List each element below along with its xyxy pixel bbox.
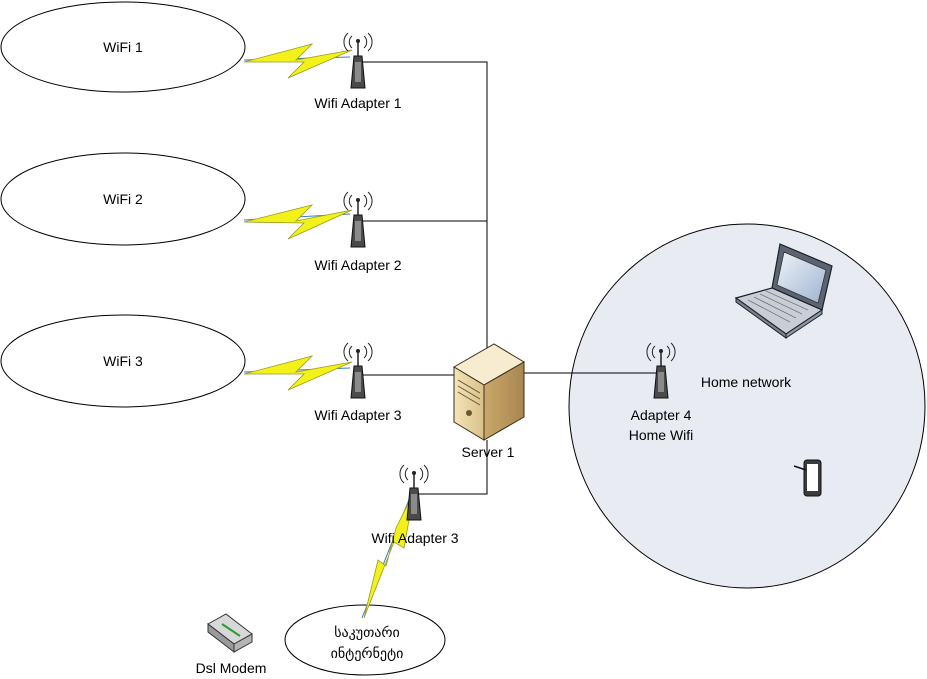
own-internet-line2: ინტერნეტი	[331, 645, 404, 661]
wifi-network-1-label: WiFi 1	[103, 39, 143, 55]
home-network-area	[568, 223, 926, 589]
dsl-modem[interactable]: Dsl Modem	[196, 613, 267, 676]
laptop-icon[interactable]	[734, 243, 833, 339]
wifi-adapter-2[interactable]: Wifi Adapter 2	[314, 191, 402, 273]
modem-icon	[207, 613, 253, 654]
wifi-network-3[interactable]: WiFi 3	[0, 314, 246, 408]
wifi-network-2-label: WiFi 2	[103, 191, 143, 207]
wifi-adapter-1[interactable]: Wifi Adapter 1	[314, 32, 402, 111]
antenna-icon	[343, 342, 373, 399]
own-internet-line1: საკუთარი	[334, 624, 400, 640]
tablet-icon[interactable]	[793, 459, 822, 497]
wire-adapter-1	[357, 61, 488, 375]
server-node[interactable]: Server 1	[453, 343, 525, 460]
dsl-modem-label: Dsl Modem	[196, 660, 267, 676]
home-adapter-line1: Adapter 4	[631, 407, 692, 423]
server-icon	[453, 343, 525, 441]
wifi-network-1[interactable]: WiFi 1	[0, 1, 246, 93]
lightning-bolt-4-icon	[361, 491, 415, 619]
home-wifi-adapter[interactable]: Adapter 4 Home Wifi	[629, 342, 694, 443]
wire-adapter-4	[413, 440, 488, 495]
home-adapter-line2: Home Wifi	[629, 427, 694, 443]
wifi-adapter-1-label: Wifi Adapter 1	[314, 95, 401, 111]
own-internet-node[interactable]: საკუთარი ინტერნეტი	[284, 604, 446, 676]
antenna-icon	[399, 464, 429, 521]
antenna-icon	[343, 191, 373, 248]
wifi-network-2[interactable]: WiFi 2	[0, 152, 246, 246]
wifi-adapter-3-label: Wifi Adapter 3	[314, 407, 401, 423]
wifi-adapter-4[interactable]: Wifi Adapter 3	[371, 464, 459, 546]
lightning-bolt-3-icon	[243, 355, 353, 391]
wired-connections	[357, 61, 660, 495]
wifi-adapter-4-label: Wifi Adapter 3	[371, 530, 458, 546]
home-network-label: Home network	[701, 374, 792, 390]
server-label: Server 1	[462, 444, 515, 460]
lightning-bolt-2-icon	[243, 204, 353, 240]
lightning-bolt-1-icon	[243, 43, 353, 79]
wifi-adapter-2-label: Wifi Adapter 2	[314, 257, 401, 273]
antenna-icon	[646, 342, 676, 399]
wifi-network-3-label: WiFi 3	[103, 353, 143, 369]
antenna-icon	[343, 32, 373, 89]
wifi-adapter-3[interactable]: Wifi Adapter 3	[314, 342, 402, 423]
